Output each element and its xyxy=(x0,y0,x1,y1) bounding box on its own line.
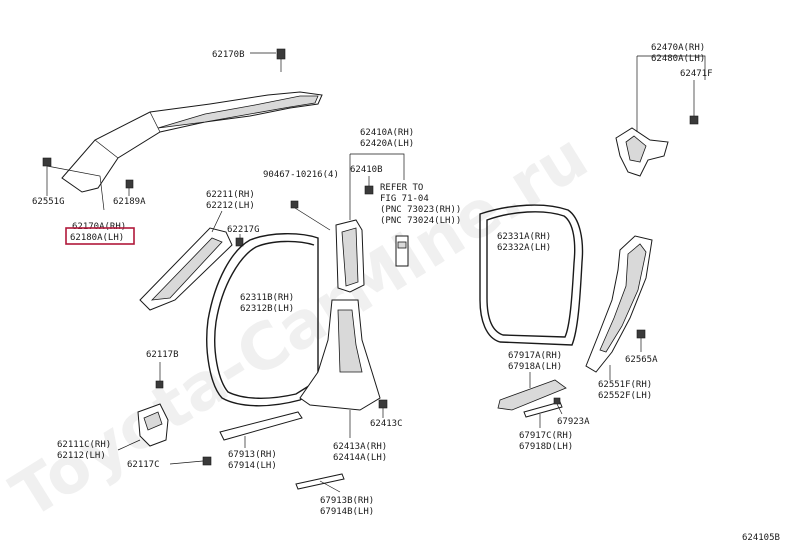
center-pillar-lower-garnish-part[interactable] xyxy=(299,299,381,411)
label-62170b[interactable]: 62170B xyxy=(212,50,245,60)
refer-to-text: REFER TO xyxy=(380,183,423,193)
label-67923a[interactable]: 67923A xyxy=(557,417,590,427)
label-62180a-lh[interactable]: 62180A(LH) xyxy=(70,233,124,243)
label-62410a-rh[interactable]: 62410A(RH) xyxy=(360,128,414,138)
label-62331a-rh[interactable]: 62331A(RH) xyxy=(497,232,551,242)
label-67913-rh[interactable]: 67913(RH) xyxy=(228,450,277,460)
label-67914-lh[interactable]: 67914(LH) xyxy=(228,461,277,471)
cowl-side-trim-part[interactable] xyxy=(137,403,169,447)
label-62117b[interactable]: 62117B xyxy=(146,350,179,360)
clip-62189a-icon[interactable] xyxy=(125,179,134,189)
windshield-pillar-lower-garnish-part[interactable] xyxy=(139,227,233,311)
clip-62551g-icon[interactable] xyxy=(42,157,52,167)
label-62111c-rh[interactable]: 62111C(RH) xyxy=(57,440,111,450)
label-62414a-lh[interactable]: 62414A(LH) xyxy=(333,453,387,463)
label-67918a-lh[interactable]: 67918A(LH) xyxy=(508,362,562,372)
label-67918d-lh[interactable]: 67918D(LH) xyxy=(519,442,573,452)
label-62217g[interactable]: 62217G xyxy=(227,225,260,235)
clip-67923a-icon[interactable] xyxy=(553,397,561,405)
refer-fig-text[interactable]: FIG 71-04 xyxy=(380,194,429,204)
clip-62410b-icon[interactable] xyxy=(364,185,374,195)
label-62551g[interactable]: 62551G xyxy=(32,197,65,207)
screw-90467-icon[interactable] xyxy=(290,200,299,209)
label-62189a[interactable]: 62189A xyxy=(113,197,146,207)
clip-62117b-icon[interactable] xyxy=(155,380,164,389)
label-62410b[interactable]: 62410B xyxy=(350,165,383,175)
label-62552f-lh[interactable]: 62552F(LH) xyxy=(598,391,652,401)
label-62551f-rh[interactable]: 62551F(RH) xyxy=(598,380,652,390)
label-62565a[interactable]: 62565A xyxy=(625,355,658,365)
center-pillar-upper-garnish-part[interactable] xyxy=(335,219,365,293)
label-90467[interactable]: 90467-10216(4) xyxy=(263,170,339,180)
clip-62170b-icon[interactable] xyxy=(276,48,286,72)
label-62413c[interactable]: 62413C xyxy=(370,419,403,429)
front-door-weatherstrip-part[interactable] xyxy=(206,233,319,407)
rear-rocker-scuff-part[interactable] xyxy=(523,401,563,418)
clip-62565a-icon[interactable] xyxy=(636,329,646,339)
rear-roof-side-garnish-part[interactable] xyxy=(615,127,669,177)
label-62470a-rh[interactable]: 62470A(RH) xyxy=(651,43,705,53)
front-pillar-garnish-part[interactable] xyxy=(61,91,323,193)
highlight-box xyxy=(65,227,135,245)
refer-pnc-lh-text: (PNC 73024(LH)) xyxy=(380,216,461,226)
label-67914b-lh[interactable]: 67914B(LH) xyxy=(320,507,374,517)
label-62212-lh[interactable]: 62212(LH) xyxy=(206,201,255,211)
label-62413a-rh[interactable]: 62413A(RH) xyxy=(333,442,387,452)
label-62211-rh[interactable]: 62211(RH) xyxy=(206,190,255,200)
label-62480a-lh[interactable]: 62480A(LH) xyxy=(651,54,705,64)
label-62332a-lh[interactable]: 62332A(LH) xyxy=(497,243,551,253)
label-67917c-rh[interactable]: 67917C(RH) xyxy=(519,431,573,441)
clip-62117c-icon[interactable] xyxy=(202,456,212,466)
figure-id-label: 624105B xyxy=(742,533,780,543)
rear-scuff-plate-part[interactable] xyxy=(497,379,567,411)
label-67913b-rh[interactable]: 67913B(RH) xyxy=(320,496,374,506)
rocker-scuff-plate-part[interactable] xyxy=(295,473,345,490)
clip-62217g-icon[interactable] xyxy=(235,237,244,247)
label-67917a-rh[interactable]: 67917A(RH) xyxy=(508,351,562,361)
clip-62471f-icon[interactable] xyxy=(689,115,699,125)
rear-door-weatherstrip-part[interactable] xyxy=(479,204,584,346)
label-62170a-rh[interactable]: 62170A(RH) xyxy=(72,222,126,232)
label-62117c[interactable]: 62117C xyxy=(127,460,160,470)
clip-62413c-icon[interactable] xyxy=(378,399,388,409)
label-62112-lh[interactable]: 62112(LH) xyxy=(57,451,106,461)
front-scuff-plate-part[interactable] xyxy=(219,411,303,441)
label-62311b-rh[interactable]: 62311B(RH) xyxy=(240,293,294,303)
label-62312b-lh[interactable]: 62312B(LH) xyxy=(240,304,294,314)
roof-side-inner-garnish-part[interactable] xyxy=(585,235,653,373)
label-62471f[interactable]: 62471F xyxy=(680,69,713,79)
refer-pnc-rh-text: (PNC 73023(RH)) xyxy=(380,205,461,215)
label-62420a-lh[interactable]: 62420A(LH) xyxy=(360,139,414,149)
seatbelt-anchor-part[interactable] xyxy=(395,235,409,267)
